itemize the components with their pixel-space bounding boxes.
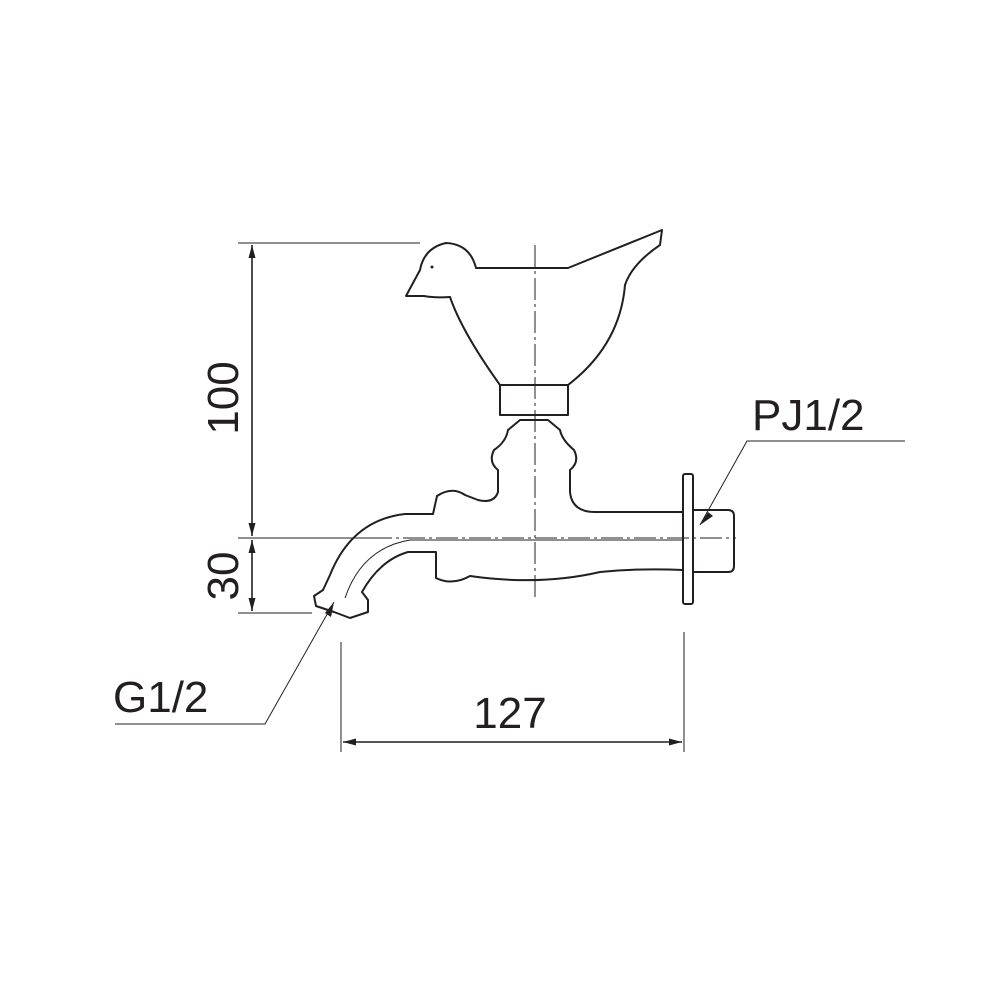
outlet-thread-label: G1/2 bbox=[113, 673, 208, 722]
bird-handle bbox=[405, 229, 663, 386]
dimension-100 bbox=[248, 245, 256, 536]
spout-inner-line bbox=[344, 539, 683, 599]
handle-stem bbox=[499, 384, 569, 416]
dimension-30-label: 30 bbox=[199, 552, 248, 601]
dimension-127 bbox=[343, 738, 682, 746]
dimension-127-label: 127 bbox=[473, 689, 546, 738]
leader-g12 bbox=[115, 601, 335, 725]
inlet-thread-label: PJ1/2 bbox=[752, 391, 865, 440]
dimension-100-label: 100 bbox=[199, 361, 248, 434]
spout-body bbox=[313, 419, 684, 619]
dimension-30 bbox=[248, 540, 256, 611]
inlet-thread bbox=[692, 509, 735, 573]
faucet-outline bbox=[313, 229, 735, 619]
leader-pj12 bbox=[699, 440, 905, 526]
inlet-flange bbox=[682, 473, 694, 605]
bird-eye bbox=[430, 265, 434, 269]
